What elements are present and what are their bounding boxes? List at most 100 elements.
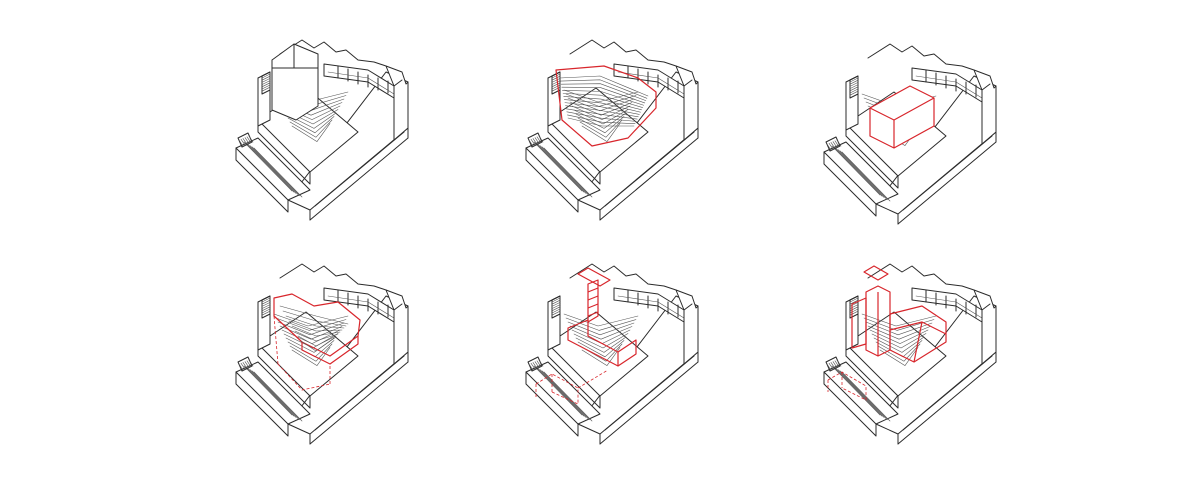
left-stair [527,356,543,372]
stair-tread [246,360,252,368]
upper-stair-tread [849,86,859,92]
slab-contour [285,315,345,329]
stair-tread [242,138,248,145]
axonometric-panel-5 [508,244,728,464]
balcony-rail [327,71,395,95]
plinth-step-line [835,368,885,418]
slab-contour [279,305,349,325]
right-step [981,303,991,311]
balcony-rail [915,75,983,99]
stair-tread [530,138,536,146]
seating-row [559,75,649,97]
plinth-step-line [837,369,887,419]
mid-terrace [547,87,649,173]
plinth-step-line [541,146,591,197]
retaining-wall-base [897,141,997,225]
upper-stair-tread [261,302,271,307]
bowl-contour [287,116,335,134]
bowl-contour [861,313,937,327]
upper-stair-tread [551,73,561,79]
plinth-front [823,371,877,437]
stair-tread [534,137,540,144]
stair-tread [832,361,838,368]
seating-row [566,111,637,122]
plinth-step-line [253,147,303,198]
seating-row [560,79,648,99]
plinth-step-line [537,144,587,194]
plinth-step-line [543,147,593,198]
bowl-contour [569,325,633,340]
plinth-step-line [831,365,881,416]
upper-stair-tread [261,299,271,305]
retaining-wall-base [599,361,699,445]
bowl-contour [563,313,639,327]
highlight-stepped-slab [273,293,361,391]
upper-left-wall [547,71,561,127]
stair-tread [536,136,542,144]
plinth-step-line [831,145,881,196]
axonometric-panel-1 [218,20,438,240]
bowl-contour [873,336,925,353]
left-stair [237,356,253,372]
left-stair [825,136,841,152]
upper-stair-tread [261,306,271,312]
bowl-contour [581,123,621,142]
building-base [525,39,699,221]
bowl-contour [575,336,627,353]
upper-left-wall [257,71,271,127]
box-volume [869,85,935,149]
stair-tread [830,362,836,369]
upper-stair [551,71,561,95]
upper-stair-tread [551,304,561,309]
stepped-slab-side [301,336,359,365]
projection-left [273,315,279,365]
bowl-contour [577,116,625,134]
stair-tread [248,359,254,367]
upper-stair [551,295,561,319]
seating-row [567,114,636,124]
building-base [235,263,409,445]
plinth-step-line [243,141,293,192]
upper-stair-tread [849,310,859,316]
retaining-wall-inner [314,131,405,207]
bowl-contour [879,347,919,366]
plinth-front [525,147,579,213]
plinth-step-line [841,371,891,422]
bowl-contour [569,101,633,116]
stair-tread [538,359,544,367]
left-stair [825,356,841,372]
upper-stair-tread [849,306,859,312]
right-stepped-mass [973,289,997,365]
upper-stair-tread [849,299,859,305]
plinth-front [235,371,289,437]
upper-stair-tread [849,79,859,85]
upper-stair-tread [849,308,859,314]
frame-rung [587,303,599,309]
upper-stair-tread [261,75,271,81]
plinth-step-line [841,151,891,202]
stair-tread [538,135,544,143]
roofline [867,43,975,71]
retaining-wall-base [309,137,409,221]
axonometric-drawing-6 [823,263,997,445]
axonometric-drawing-3 [823,43,997,225]
stair-tread [246,136,252,144]
upper-stair-tread [849,304,859,309]
upper-stair-tread [849,297,859,303]
seating-row [560,83,647,101]
retaining-wall-inner [314,355,405,431]
right-stepped-mass [675,289,699,365]
upper-stair [849,295,859,319]
plinth-step-line [251,146,301,197]
upper-stair-tread [261,308,271,314]
upper-left-wall [845,75,859,131]
stair-tread [826,363,832,371]
seating-row [564,99,641,113]
seating-row [562,90,644,106]
stair-tread [836,139,842,147]
plinth-step-line [835,148,885,198]
bowl-contour [275,317,347,331]
plinth-front [235,147,289,213]
stair-tread [534,361,540,368]
plinth-step-line [533,141,583,192]
